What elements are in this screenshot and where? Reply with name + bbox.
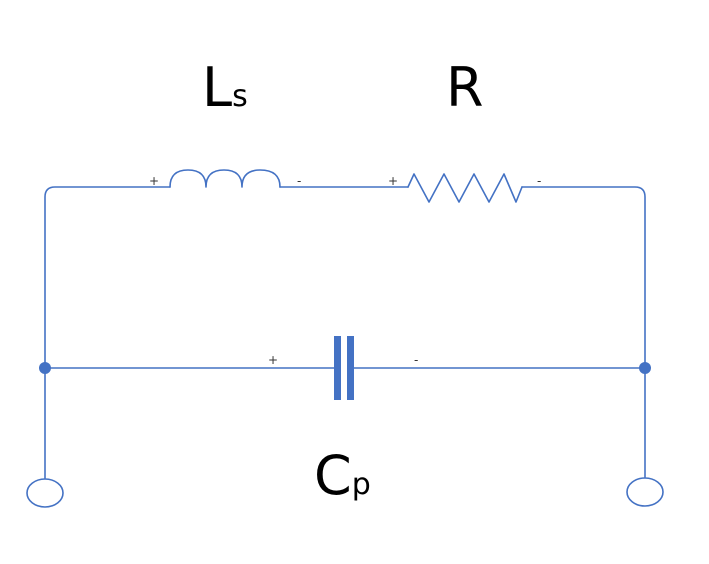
capacitor-plus-sign: + <box>268 353 278 367</box>
resistor: + - R <box>388 56 541 203</box>
capacitor-label: Cp <box>314 444 371 507</box>
capacitor: + - Cp <box>268 336 418 507</box>
resistor-label: R <box>446 56 484 119</box>
inductor-label: Ls <box>202 56 248 119</box>
capacitor-plate-left <box>334 336 341 400</box>
resistor-plus-sign: + <box>388 174 398 188</box>
wire-top-right <box>521 186 646 369</box>
inductor-minus-sign: - <box>297 174 301 188</box>
terminal-circle-icon-left <box>26 478 64 508</box>
inductor: + - Ls <box>149 56 301 188</box>
capacitor-minus-sign: - <box>414 353 418 367</box>
junction-dot-right <box>639 362 651 374</box>
terminal-circle-icon-right <box>626 477 664 507</box>
junction-dot-left <box>39 362 51 374</box>
inductor-coil-icon <box>169 169 281 188</box>
inductor-plus-sign: + <box>149 174 159 188</box>
wire-top-left <box>44 186 171 369</box>
capacitor-plate-right <box>347 336 354 400</box>
resistor-minus-sign: - <box>537 174 541 188</box>
circuit-wires <box>44 186 646 479</box>
resistor-zigzag-icon <box>407 173 523 203</box>
